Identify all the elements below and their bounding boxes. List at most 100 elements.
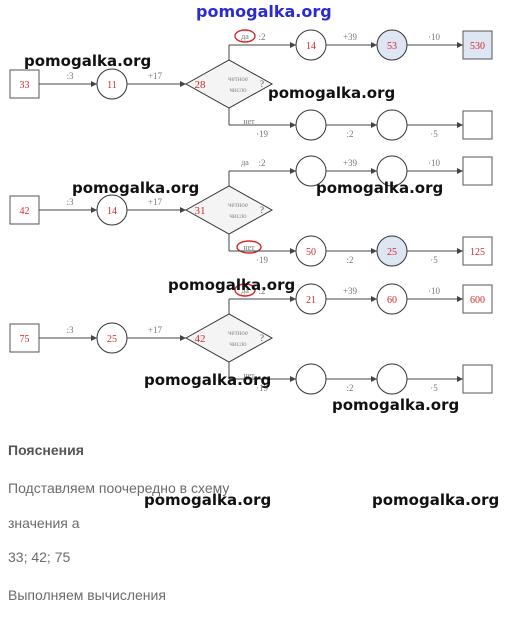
value-circle bbox=[295, 363, 327, 395]
arrow-head bbox=[290, 122, 296, 128]
diamond-label: число bbox=[229, 340, 247, 348]
diamond-label: число bbox=[229, 86, 247, 94]
explanation-line: Выполняем вычисления bbox=[8, 587, 166, 603]
watermark: pomogalka.org bbox=[144, 371, 272, 389]
value-text: 28 bbox=[195, 79, 207, 91]
answer-highlight bbox=[236, 240, 262, 254]
diamond-label: ? bbox=[260, 205, 264, 215]
answer-highlight bbox=[234, 283, 256, 297]
arrow-head bbox=[371, 168, 377, 174]
explanation-line: Подставляем поочередно в схему bbox=[8, 480, 230, 496]
arrow-head bbox=[371, 296, 377, 302]
operation-label: :3 bbox=[66, 197, 74, 207]
arrow-head bbox=[91, 81, 97, 87]
watermark: pomogalka.org bbox=[372, 491, 500, 509]
answer-label: да bbox=[241, 32, 249, 41]
operation-label: :2 bbox=[258, 286, 265, 296]
operation-label: ·5 bbox=[430, 383, 438, 393]
arrow-head bbox=[371, 122, 377, 128]
arrow-head bbox=[457, 168, 463, 174]
operation-label: ·19 bbox=[256, 255, 268, 265]
value-text: 60 bbox=[387, 295, 397, 306]
operation-label: :2 bbox=[346, 383, 353, 393]
answer-highlight bbox=[234, 29, 256, 43]
operation-label: ·10 bbox=[428, 158, 440, 168]
input-box bbox=[9, 69, 40, 99]
value-text: 33 bbox=[20, 80, 30, 91]
arrow-head bbox=[91, 335, 97, 341]
answer-label: нет bbox=[243, 243, 255, 252]
value-text: 530 bbox=[470, 41, 485, 52]
explanation-title: Пояснения bbox=[8, 442, 84, 458]
result-box bbox=[462, 236, 493, 266]
result-box bbox=[462, 284, 493, 314]
operation-label: ·19 bbox=[256, 383, 268, 393]
watermark: pomogalka.org bbox=[316, 179, 444, 197]
result-box bbox=[462, 156, 493, 186]
result-box bbox=[462, 30, 493, 60]
operation-label: ·10 bbox=[428, 32, 440, 42]
value-text: 31 bbox=[195, 205, 206, 217]
operation-label: ·5 bbox=[430, 129, 438, 139]
arrow-head bbox=[457, 376, 463, 382]
operation-label: +39 bbox=[343, 286, 358, 296]
operation-label: :2 bbox=[346, 255, 353, 265]
value-text: 11 bbox=[107, 80, 117, 91]
value-text: 14 bbox=[306, 41, 316, 52]
operation-label: ·10 bbox=[428, 286, 440, 296]
arrow-head bbox=[180, 81, 186, 87]
value-text: 42 bbox=[195, 333, 206, 345]
arrow-head bbox=[290, 248, 296, 254]
input-box bbox=[9, 195, 40, 225]
value-circle bbox=[376, 363, 408, 395]
watermark: pomogalka.org bbox=[268, 84, 396, 102]
operation-label: +39 bbox=[343, 158, 358, 168]
operation-label: :2 bbox=[258, 32, 265, 42]
value-text: 75 bbox=[20, 334, 30, 345]
decision-diamond bbox=[184, 313, 274, 363]
explanation-line: значения a bbox=[8, 515, 80, 531]
operation-label: :2 bbox=[258, 158, 265, 168]
arrow-head bbox=[290, 42, 296, 48]
value-text: 21 bbox=[306, 295, 316, 306]
diamond-label: четное bbox=[228, 75, 248, 83]
arrow-head bbox=[371, 248, 377, 254]
watermark: pomogalka.org bbox=[144, 491, 272, 509]
value-text: 50 bbox=[306, 247, 316, 258]
operation-label: ·5 bbox=[430, 255, 438, 265]
arrow-head bbox=[457, 122, 463, 128]
arrow-head bbox=[457, 248, 463, 254]
operation-label: +17 bbox=[148, 197, 163, 207]
arrow-head bbox=[180, 207, 186, 213]
diamond-label: ? bbox=[260, 79, 264, 89]
value-circle bbox=[376, 109, 408, 141]
arrow-head bbox=[290, 376, 296, 382]
operation-label: :2 bbox=[346, 129, 353, 139]
arrow-head bbox=[371, 42, 377, 48]
operation-label: +39 bbox=[343, 32, 358, 42]
result-box bbox=[462, 110, 493, 140]
watermark: pomogalka.org bbox=[332, 396, 460, 414]
value-text: 125 bbox=[470, 247, 485, 258]
arrow-head bbox=[457, 296, 463, 302]
value-circle bbox=[295, 109, 327, 141]
arrow-head bbox=[457, 42, 463, 48]
arrow-head bbox=[371, 376, 377, 382]
answer-label: нет bbox=[243, 371, 255, 380]
value-text: 14 bbox=[107, 206, 117, 217]
arrow-head bbox=[91, 207, 97, 213]
answer-label: нет bbox=[243, 117, 255, 126]
decision-diamond bbox=[184, 59, 274, 109]
input-box bbox=[9, 323, 40, 353]
diamond-label: ? bbox=[260, 333, 264, 343]
arrow-head bbox=[180, 335, 186, 341]
result-box bbox=[462, 364, 493, 394]
arrow-head bbox=[290, 296, 296, 302]
operation-label: :3 bbox=[66, 325, 74, 335]
operation-label: +17 bbox=[148, 325, 163, 335]
operation-label: :3 bbox=[66, 71, 74, 81]
watermark: pomogalka.org bbox=[196, 2, 332, 21]
decision-diamond bbox=[184, 185, 274, 235]
value-text: 25 bbox=[107, 334, 117, 345]
